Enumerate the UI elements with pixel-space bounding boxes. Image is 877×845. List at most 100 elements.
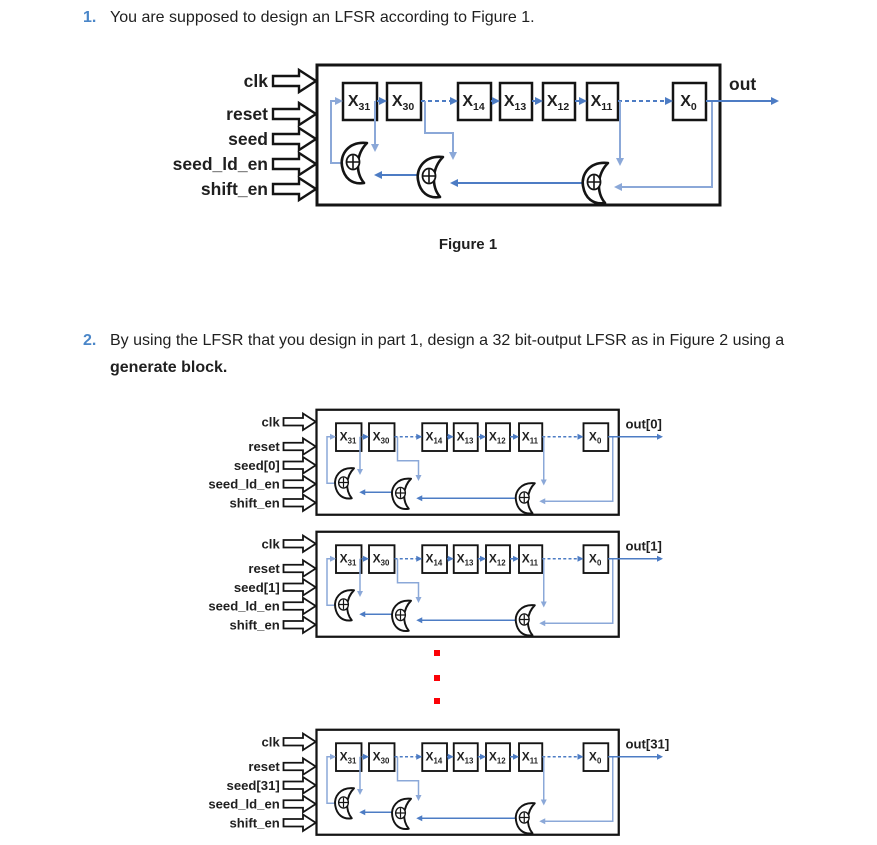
figure-1-caption: Figure 1	[438, 236, 498, 253]
wire	[543, 756, 614, 822]
register-label: X14	[425, 430, 442, 446]
arrowhead	[359, 809, 366, 816]
register-label: X12	[489, 430, 506, 446]
arrowhead	[416, 433, 423, 440]
lfsr-enclosure-box	[315, 408, 620, 516]
input-block-arrow-icon	[282, 577, 318, 598]
xor-gate	[416, 155, 445, 199]
arrowhead	[539, 498, 546, 505]
arrowhead	[540, 479, 547, 486]
register-label: X30	[373, 750, 390, 766]
arrowhead	[374, 171, 382, 179]
arrowhead	[447, 433, 454, 440]
ellipsis-dot	[434, 650, 440, 656]
xor-plus-icon	[422, 169, 436, 183]
arrowhead	[657, 433, 663, 440]
input-label-seed_ld_en: seed_ld_en	[208, 599, 279, 614]
arrowhead	[577, 753, 584, 760]
input-block-arrow-icon	[271, 175, 319, 203]
lfsr-enclosure-box	[315, 63, 722, 207]
register-label: X0	[680, 93, 697, 113]
xor-gate	[340, 141, 369, 185]
arrowhead	[357, 469, 363, 475]
register-box	[421, 742, 448, 772]
register-box	[368, 544, 396, 574]
arrowhead	[657, 753, 663, 760]
input-block-arrow-icon	[282, 411, 318, 432]
input-block-arrow-icon	[282, 775, 318, 796]
question-2-number: 2.	[83, 332, 97, 349]
arrowhead	[492, 97, 500, 105]
question-1-number: 1.	[83, 9, 97, 26]
arrowhead	[535, 97, 543, 105]
arrowhead	[539, 620, 546, 627]
arrowhead	[616, 158, 624, 166]
xor-gate	[334, 467, 355, 500]
register-label: X11	[522, 552, 539, 568]
input-label-seed_ld_en: seed_ld_en	[208, 797, 279, 812]
arrowhead	[371, 144, 379, 152]
register-box	[582, 422, 610, 452]
arrowhead	[540, 799, 547, 806]
register-box	[452, 544, 479, 574]
input-block-arrow-icon	[282, 455, 318, 476]
xor-plus-icon	[395, 488, 406, 498]
input-block-arrow-icon	[282, 492, 318, 513]
input-block-arrow-icon	[271, 100, 319, 128]
arrowhead	[415, 795, 422, 801]
register-label: X13	[457, 430, 474, 446]
input-block-arrow-icon	[271, 150, 319, 178]
xor-plus-icon	[395, 808, 406, 818]
input-block-arrow-icon	[282, 474, 318, 494]
arrowhead	[480, 555, 486, 562]
input-label-seed: seed	[228, 129, 268, 149]
register-label: X31	[340, 750, 357, 766]
arrowhead	[540, 601, 547, 608]
input-label-reset: reset	[248, 561, 280, 576]
register-label: X11	[522, 750, 539, 766]
arrowhead	[447, 753, 454, 760]
arrowhead	[415, 475, 422, 481]
register-box	[485, 742, 511, 772]
xor-plus-icon	[519, 614, 529, 625]
register-label: X31	[340, 430, 357, 446]
arrowhead	[447, 555, 454, 562]
register-label: X31	[348, 93, 371, 113]
xor-gate	[581, 161, 610, 205]
xor-gate	[514, 482, 536, 515]
wire	[330, 100, 342, 164]
xor-plus-icon	[338, 599, 349, 610]
input-label-seed_ld_en: seed_ld_en	[173, 154, 268, 174]
arrowhead	[359, 489, 366, 496]
input-label-shift_en: shift_en	[229, 617, 279, 632]
arrowhead	[449, 152, 457, 160]
wire	[326, 756, 336, 804]
output-label: out	[729, 74, 756, 94]
register-box	[452, 742, 479, 772]
register-box	[368, 742, 396, 772]
arrowhead	[539, 818, 546, 825]
register-box	[582, 742, 610, 772]
question-1: 1.You are supposed to design an LFSR acc…	[83, 7, 535, 29]
xor-gate	[391, 797, 412, 830]
arrowhead	[513, 753, 519, 760]
arrowhead	[513, 555, 519, 562]
arrowhead	[330, 753, 336, 760]
arrowhead	[577, 555, 584, 562]
register-box	[498, 81, 534, 122]
register-label: X0	[589, 430, 602, 446]
arrowhead	[577, 433, 584, 440]
arrowhead	[450, 179, 458, 187]
register-label: X11	[591, 93, 613, 113]
wire	[424, 101, 454, 152]
wire	[396, 756, 420, 795]
register-box	[585, 81, 620, 122]
wire	[326, 436, 336, 484]
register-label: X14	[462, 93, 485, 113]
register-box	[541, 81, 577, 122]
arrowhead	[614, 183, 622, 191]
register-label: X13	[457, 552, 474, 568]
input-label-clk: clk	[244, 71, 269, 91]
question-2: 2.By using the LFSR that you design in p…	[83, 330, 784, 352]
